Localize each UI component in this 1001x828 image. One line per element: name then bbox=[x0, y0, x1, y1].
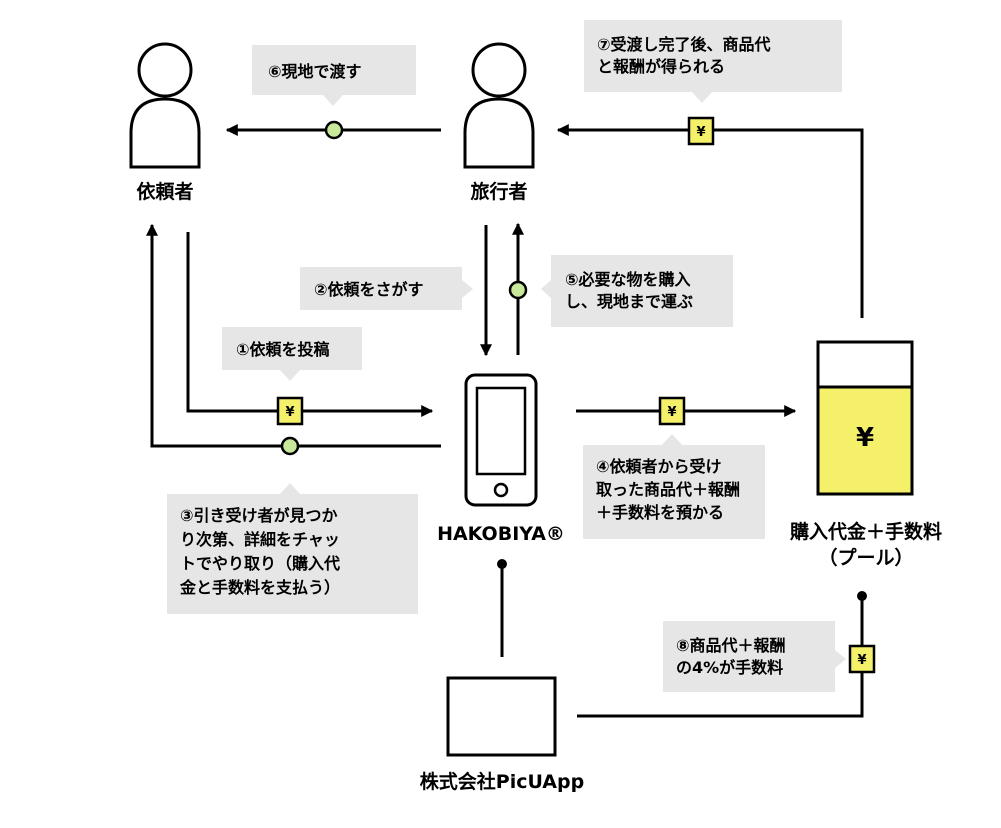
svg-text:④依頼者から受け: ④依頼者から受け bbox=[596, 457, 722, 476]
money-pool-icon: ¥ bbox=[816, 340, 914, 496]
svg-text:の4%が手数料: の4%が手数料 bbox=[676, 658, 783, 677]
callout-step7: ⑦受渡し完了後、商品代 と報酬が得られる bbox=[584, 20, 842, 103]
yen-icon: ¥ bbox=[687, 116, 715, 146]
goods-dot-icon bbox=[280, 436, 300, 456]
company-label: 株式会社PicUApp bbox=[420, 770, 584, 793]
svg-text:⑥現地で渡す: ⑥現地で渡す bbox=[268, 62, 362, 81]
yen-icon: ¥ bbox=[848, 644, 876, 674]
arrow-requester-to-app bbox=[186, 232, 434, 417]
svg-text:⑦受渡し完了後、商品代: ⑦受渡し完了後、商品代 bbox=[597, 35, 771, 54]
arrow-pool-to-traveler bbox=[556, 124, 864, 318]
svg-text:¥: ¥ bbox=[856, 423, 874, 453]
svg-text:トでやり取り（購入代: トでやり取り（購入代 bbox=[180, 554, 340, 573]
callout-step5: ⑤必要な物を購入 し、現地まで運ぶ bbox=[541, 255, 733, 327]
callout-step2: ②依頼をさがす bbox=[300, 267, 473, 310]
svg-text:¥: ¥ bbox=[667, 405, 676, 420]
svg-text:＋手数料を預かる: ＋手数料を預かる bbox=[596, 503, 724, 522]
svg-text:り次第、詳細をチャッ: り次第、詳細をチャッ bbox=[180, 530, 340, 549]
callout-step8: ⑧商品代＋報酬 の4%が手数料 bbox=[663, 621, 846, 692]
svg-text:し、現地まで運ぶ: し、現地まで運ぶ bbox=[565, 292, 693, 311]
smartphone-icon bbox=[464, 373, 538, 507]
arrow-app-to-requester bbox=[146, 223, 441, 448]
app-label: HAKOBIYA® bbox=[437, 523, 565, 545]
callout-step4: ④依頼者から受け 取った商品代＋報酬 ＋手数料を預かる bbox=[583, 434, 765, 539]
callout-step6: ⑥現地で渡す bbox=[252, 45, 416, 106]
yen-icon: ¥ bbox=[276, 396, 304, 426]
person-icon bbox=[129, 42, 201, 169]
callout-step3: ③引き受け者が見つか り次第、詳細をチャッ トでやり取り（購入代 金と手数料を支… bbox=[167, 483, 418, 614]
requester-label: 依頼者 bbox=[136, 180, 193, 203]
svg-text:⑤必要な物を購入: ⑤必要な物を購入 bbox=[565, 270, 691, 289]
link-endpoint-dot bbox=[857, 591, 867, 601]
person-icon bbox=[463, 42, 535, 169]
svg-text:②依頼をさがす: ②依頼をさがす bbox=[314, 280, 424, 299]
link-endpoint-dot bbox=[497, 559, 507, 569]
yen-icon: ¥ bbox=[658, 396, 686, 426]
svg-text:¥: ¥ bbox=[857, 653, 866, 668]
pool-label-line2: （プール） bbox=[818, 546, 913, 569]
svg-text:金と手数料を支払う）: 金と手数料を支払う） bbox=[179, 578, 340, 597]
svg-text:¥: ¥ bbox=[696, 125, 705, 140]
link-company-pool bbox=[577, 596, 864, 718]
goods-dot-icon bbox=[324, 120, 344, 140]
svg-text:¥: ¥ bbox=[285, 405, 294, 420]
svg-text:と報酬が得られる: と報酬が得られる bbox=[597, 57, 725, 76]
svg-text:取った商品代＋報酬: 取った商品代＋報酬 bbox=[596, 480, 740, 499]
traveler-label: 旅行者 bbox=[470, 180, 527, 203]
svg-text:①依頼を投稿: ①依頼を投稿 bbox=[236, 340, 330, 359]
callout-step1: ①依頼を投稿 bbox=[222, 327, 362, 381]
goods-dot-icon bbox=[508, 280, 528, 300]
pool-label-line1: 購入代金＋手数料 bbox=[790, 520, 942, 543]
company-box-icon bbox=[446, 676, 557, 757]
svg-text:③引き受け者が見つか: ③引き受け者が見つか bbox=[180, 506, 338, 525]
svg-text:⑧商品代＋報酬: ⑧商品代＋報酬 bbox=[676, 636, 786, 655]
